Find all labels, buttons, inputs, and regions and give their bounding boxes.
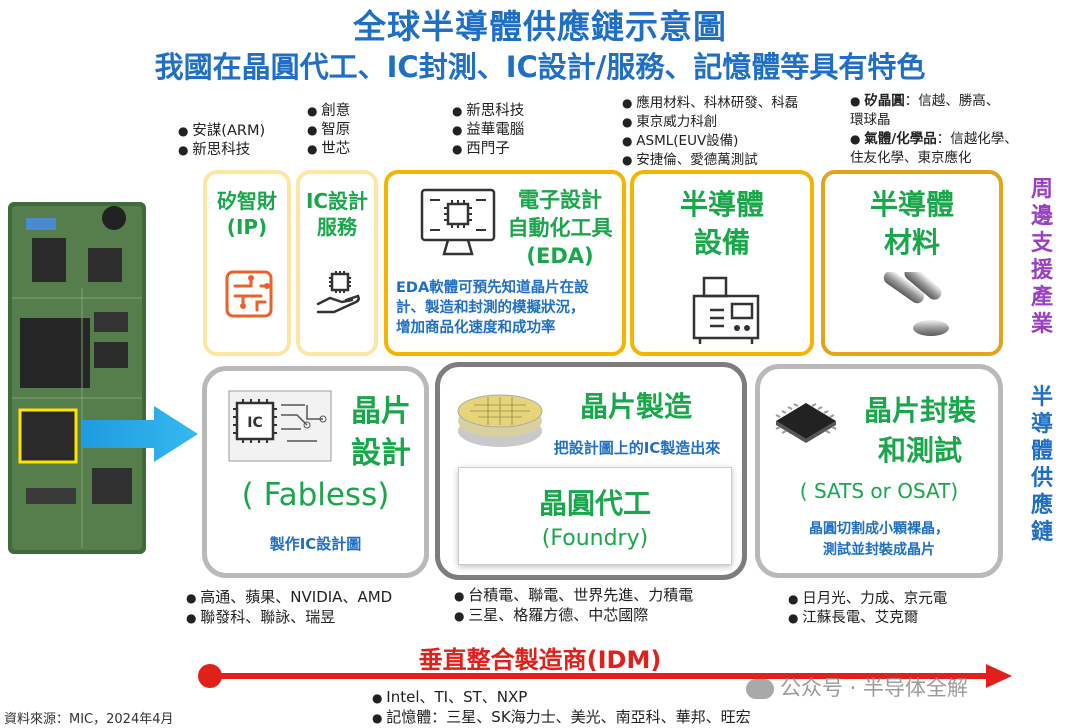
list-item: 日月光、力成、京元電 bbox=[788, 590, 947, 609]
wafer-stack-icon bbox=[457, 394, 543, 447]
circuit-board-image bbox=[8, 202, 146, 554]
list-item: 應用材料、科林研發、科磊 bbox=[622, 94, 798, 113]
chip-package-icon bbox=[775, 403, 837, 443]
supply-chain-label: 半導體供應鏈 bbox=[1030, 385, 1053, 545]
foundry-title: 晶圓代工 bbox=[538, 487, 651, 520]
ic-service-company-list: 創意 智原 世芯 bbox=[307, 102, 350, 159]
hand-chip-icon bbox=[316, 271, 360, 314]
design-company-list: 高通、蘋果、NVIDIA、AMD 聯發科、聯詠、瑞昱 bbox=[186, 588, 392, 628]
chip-design-title-2: 設計 bbox=[351, 436, 411, 471]
list-item: 高通、蘋果、NVIDIA、AMD bbox=[186, 588, 392, 608]
support-industry-label: 周邊支援產業 bbox=[1030, 177, 1053, 337]
list-item: 安捷倫、愛德萬測試 bbox=[622, 151, 798, 170]
watermark: 公众号 · 半导体全解 bbox=[746, 672, 968, 702]
equipment-company-list: 應用材料、科林研發、科磊 東京威力科創 ASML(EUV設備) 安捷倫、愛德萬測… bbox=[622, 94, 798, 170]
list-item-continued: 環球晶 bbox=[850, 112, 891, 128]
ip-subtitle: (IP) bbox=[226, 215, 268, 239]
packaging-company-list: 日月光、力成、京元電 江蘇長電、艾克爾 bbox=[788, 590, 947, 628]
materials-title: 半導體 bbox=[869, 188, 954, 221]
list-item: 江蘇長電、艾克爾 bbox=[788, 609, 947, 628]
list-item: 創意 bbox=[307, 102, 350, 121]
page-subtitle: 我國在晶圓代工、IC封測、IC設計/服務、記憶體等具有特色 bbox=[154, 50, 926, 84]
eda-note-3: 增加商品化速度和成功率 bbox=[396, 320, 556, 336]
eda-box: 電子設計 自動化工具 (EDA) EDA軟體可預先知道晶片在設 計、製造和封測的… bbox=[384, 170, 626, 356]
ic-service-box: IC設計 服務 bbox=[296, 170, 378, 356]
eda-note-1: EDA軟體可預先知道晶片在設 bbox=[396, 280, 589, 296]
idm-label: 垂直整合製造商(IDM) bbox=[418, 646, 662, 674]
list-item: 氣體/化學品：信越化學、 bbox=[850, 130, 1017, 149]
equipment-subtitle: 設備 bbox=[693, 226, 750, 259]
chip-design-box: IC 晶片 設計 ( Fabless) 製作IC設計圖 bbox=[202, 366, 429, 578]
eda-subtitle: (EDA) bbox=[526, 244, 594, 268]
equipment-box: 半導體 設備 bbox=[630, 170, 814, 356]
ip-box: 矽智財 (IP) bbox=[203, 170, 291, 356]
packaging-desc-2: 測試並封裝成晶片 bbox=[823, 542, 935, 558]
eda-title-2: 自動化工具 bbox=[507, 216, 613, 240]
chip-manufacturing-title: 晶片製造 bbox=[579, 390, 692, 423]
foundry-box: 晶圓代工 (Foundry) bbox=[458, 467, 732, 565]
arrow-right-icon bbox=[82, 406, 198, 462]
source-note: 資料來源：MIC，2024年4月 bbox=[4, 712, 174, 727]
packaging-title: 晶片封裝 bbox=[863, 394, 976, 427]
chip-manufacturing-desc: 把設計圖上的IC製造出來 bbox=[553, 439, 721, 457]
idm-company-list: Intel、TI、ST、NXP 記憶體：三星、SK海力士、美光、南亞科、華邦、旺… bbox=[372, 688, 751, 728]
list-item: 矽晶圓：信越、勝高、 bbox=[850, 92, 1018, 111]
materials-company-list: 矽晶圓：信越、勝高、 環球晶 氣體/化學品：信越化學、 住友化學、東京應化 bbox=[850, 92, 1018, 168]
idm-arrow bbox=[198, 664, 1012, 688]
list-item: 安謀(ARM) bbox=[178, 122, 265, 141]
packaging-desc-1: 晶圓切割成小顆裸晶， bbox=[809, 521, 949, 537]
list-item: 記憶體：三星、SK海力士、美光、南亞科、華邦、旺宏 bbox=[372, 708, 750, 728]
list-item: ASML(EUV設備) bbox=[622, 132, 798, 151]
list-item: 智原 bbox=[307, 121, 350, 140]
ic-chip-icon: IC bbox=[228, 390, 332, 462]
list-item: 台積電、聯電、世界先進、力積電 bbox=[454, 586, 693, 606]
ic-chip-label: IC bbox=[247, 415, 262, 431]
list-item: 西門子 bbox=[452, 140, 524, 159]
list-item: 益華電腦 bbox=[452, 121, 524, 140]
computer-chip-icon bbox=[420, 188, 496, 256]
ip-title: 矽智財 bbox=[217, 189, 277, 213]
machine-icon bbox=[692, 276, 760, 344]
chip-manufacturing-box: 晶片製造 把設計圖上的IC製造出來 晶圓代工 (Foundry) bbox=[435, 362, 747, 580]
eda-company-list: 新思科技 益華電腦 西門子 bbox=[452, 102, 524, 159]
equipment-title: 半導體 bbox=[679, 188, 764, 221]
materials-subtitle: 材料 bbox=[883, 226, 940, 259]
list-item: 東京威力科創 bbox=[622, 113, 798, 132]
foundry-subtitle: (Foundry) bbox=[541, 526, 649, 551]
list-item: Intel、TI、ST、NXP bbox=[372, 688, 751, 708]
packaging-title-2: 和測試 bbox=[877, 434, 962, 467]
packaging-testing-box: 晶片封裝 和測試 ( SATS or OSAT) 晶圓切割成小顆裸晶， 測試並封… bbox=[755, 364, 1003, 578]
list-item: 三星、格羅方德、中芯國際 bbox=[454, 606, 693, 626]
wechat-icon bbox=[746, 679, 774, 699]
manufacturing-company-list: 台積電、聯電、世界先進、力積電 三星、格羅方德、中芯國際 bbox=[454, 586, 693, 626]
list-item: 聯發科、聯詠、瑞昱 bbox=[186, 608, 392, 628]
osat-label: ( SATS or OSAT) bbox=[799, 479, 959, 503]
list-item: 世芯 bbox=[307, 140, 350, 159]
list-item-continued: 住友化學、東京應化 bbox=[850, 150, 972, 166]
materials-box: 半導體 材料 bbox=[821, 170, 1003, 356]
list-item: 新思科技 bbox=[178, 141, 265, 160]
ip-company-list: 安謀(ARM) 新思科技 bbox=[178, 122, 265, 160]
chip-design-title: 晶片 bbox=[351, 394, 411, 429]
eda-title: 電子設計 bbox=[518, 188, 602, 212]
circuit-icon bbox=[225, 270, 273, 318]
chip-design-desc: 製作IC設計圖 bbox=[269, 535, 362, 553]
ic-service-title: IC設計 bbox=[305, 189, 369, 213]
ic-service-subtitle: 服務 bbox=[317, 215, 357, 239]
fabless-label: ( Fabless) bbox=[241, 477, 390, 513]
list-item: 新思科技 bbox=[452, 102, 524, 121]
eda-note-2: 計、製造和封測的模擬狀況， bbox=[396, 300, 585, 316]
page-title: 全球半導體供應鏈示意圖 bbox=[353, 7, 727, 46]
silicon-ingot-icon bbox=[883, 272, 949, 336]
